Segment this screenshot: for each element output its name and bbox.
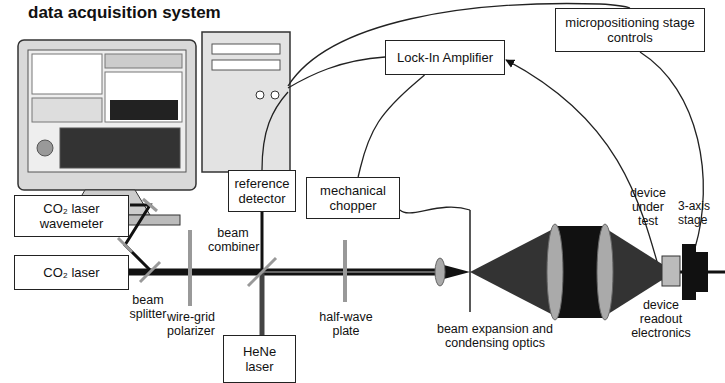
laser-beams [125,205,725,335]
part-label: beam splitter [124,293,172,321]
optical-elements [118,199,708,320]
instrument-box: CO₂ laser wavemeter [14,195,129,237]
instrument-box: Lock-In Amplifier [385,40,505,75]
laser-box: CO₂ laser [14,255,129,290]
part-label: beam combiner [208,226,258,254]
part-label: device readout electronics [628,298,694,340]
controller-box: micropositioning stage controls [555,8,705,52]
box-label: reference detector [229,173,295,209]
box-label: mechanical chopper [307,180,399,216]
part-label: 3-axis stage [678,200,724,227]
part-label: beam expansion and condensing optics [430,322,560,350]
box-label: Lock-In Amplifier [393,47,497,68]
detector-box: reference detector [228,170,296,212]
box-label: micropositioning stage controls [556,12,704,48]
box-label: CO₂ laser [39,262,103,283]
box-label: CO₂ laser wavemeter [15,198,128,234]
signal-cable [358,75,424,177]
chopper-box: mechanical chopper [306,177,400,219]
part-label: wire-grid polarizer [160,310,222,338]
part-label: half-wave plate [318,310,374,338]
part-label: data acquisition system [28,4,268,23]
laser-box: HeNe laser [223,335,296,383]
part-label: device under test [622,186,674,228]
box-label: HeNe laser [224,341,295,377]
